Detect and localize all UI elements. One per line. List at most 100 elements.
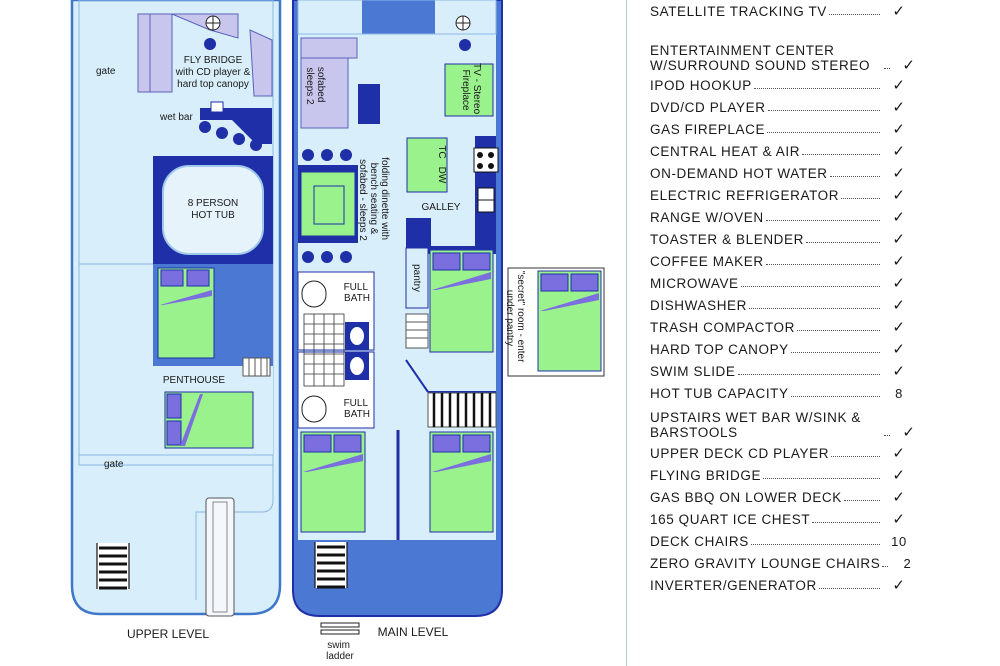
sofabed-label: sofabed sleeps 2 [304, 67, 326, 105]
feature-name: Swim Slide [650, 364, 736, 379]
tv-label: TV - Stereo Fireplace [460, 63, 482, 117]
feature-row: Central Heat & Air✓ [650, 144, 912, 160]
feature-row: Flying Bridge✓ [650, 468, 912, 484]
wet-bar-counter [200, 108, 272, 144]
dot-leader [829, 176, 880, 177]
tc-label: TC [436, 145, 447, 158]
pillow-icon [540, 273, 569, 292]
dot-leader [806, 242, 880, 243]
bed-blanket [180, 394, 203, 446]
hall-stairs-treads [406, 321, 428, 339]
feature-name: Hard Top Canopy [650, 342, 789, 357]
feature-name: Gas Fireplace [650, 122, 766, 137]
swim-ladder-line-1: swim [327, 640, 350, 651]
dot-leader [843, 500, 880, 501]
galley-label: GALLEY [422, 202, 461, 213]
secret-room-line-1: "secret" room - enter [515, 271, 526, 363]
check-icon: ✓ [892, 341, 906, 358]
dinette-label: folding dinette with bench seating & sof… [357, 157, 390, 243]
hall-stairs [405, 313, 429, 349]
galley-wall [406, 218, 496, 254]
penthouse-stairs-treads [248, 358, 268, 376]
feature-name: Deck Chairs [650, 534, 749, 549]
check-icon: ✓ [892, 143, 906, 160]
feature-name: Dishwasher [650, 298, 748, 313]
sofabed-label-1: sofabed [315, 67, 326, 103]
check-icon: ✓ [892, 577, 906, 594]
bed-blanket [540, 293, 599, 311]
feature-row: Gas BBQ on Lower Deck✓ [650, 490, 912, 506]
range-burners [477, 152, 494, 169]
hall-wall [405, 359, 429, 393]
feature-name: Inverter/Generator [650, 578, 817, 593]
shower-tile-grid [303, 313, 345, 387]
feature-name: 165 Quart Ice Chest [650, 512, 811, 527]
feature-row: iPod Hookup✓ [650, 78, 912, 94]
feature-row: Electric Refrigerator✓ [650, 188, 912, 204]
pillow-icon [462, 252, 491, 271]
feature-row: Inverter/Generator ✓ [650, 578, 912, 594]
penthouse-label: PENTHOUSE [163, 375, 226, 386]
dot-leader [737, 374, 880, 375]
dw-label: DW [436, 167, 447, 184]
dot-leader [765, 220, 880, 221]
feature-row: Deck Chairs 10 [650, 534, 912, 550]
bed-blanket [432, 454, 491, 472]
check-icon: ✓ [892, 445, 906, 462]
sofabed-seat [300, 57, 349, 129]
feature-row: DVD/CD Player ✓ [650, 100, 912, 116]
check-icon: ✓ [892, 489, 906, 506]
fly-bridge-label-1: FLY BRIDGE [184, 55, 243, 66]
check-icon: ✓ [892, 275, 906, 292]
column-divider [626, 0, 627, 666]
dinette-table-inner [313, 185, 345, 225]
fly-bridge-bench [137, 13, 173, 93]
pillow-icon [160, 269, 184, 287]
feature-name: Electric Refrigerator [650, 188, 840, 203]
feature-row: 165 Quart Ice Chest✓ [650, 512, 912, 528]
feature-name: Toaster & Blender [650, 232, 804, 247]
feature-row: Coffee Maker✓ [650, 254, 912, 270]
helm-chair [459, 39, 471, 51]
upper-level-plan: FLY BRIDGE with CD player & hard top can… [70, 0, 282, 641]
main-top-dark [362, 0, 435, 34]
swim-slide-lane [212, 501, 228, 613]
barstool-icon [233, 133, 245, 145]
pillow-icon [570, 273, 599, 292]
full-bath-top-line-1: FULL [344, 282, 369, 293]
check-icon: ✓ [892, 99, 906, 116]
feature-value: 10 [891, 534, 907, 549]
full-bath-bottom-line-1: FULL [344, 398, 369, 409]
feature-name: DVD/CD Player [650, 100, 766, 115]
feature-name: Satellite Tracking TV [650, 4, 827, 19]
feature-row: Satellite Tracking TV✓ [650, 4, 912, 20]
wet-bar-label: wet bar [159, 112, 193, 123]
dot-leader [790, 352, 880, 353]
wet-bar-sink [210, 101, 224, 113]
feature-row: Upper Deck CD Player✓ [650, 446, 912, 462]
feature-name: Flying Bridge [650, 468, 762, 483]
sink-icon [350, 357, 364, 375]
dot-leader [767, 132, 880, 133]
barstool-icon [216, 127, 228, 139]
main-top-frame [297, 0, 497, 35]
feature-name: Hot Tub Capacity [650, 386, 789, 401]
helm-chair [204, 38, 216, 50]
feature-name: Upstairs Wet Bar w/Sink & Barstools [650, 410, 862, 440]
check-icon: ✓ [892, 253, 906, 270]
floor-plan: FLY BRIDGE with CD player & hard top can… [70, 0, 605, 662]
feature-value: 8 [895, 386, 903, 401]
upper-ladder-icon [96, 543, 130, 590]
main-level-title: MAIN LEVEL [378, 625, 449, 639]
check-icon: ✓ [892, 319, 906, 336]
feature-row: Gas Fireplace✓ [650, 122, 912, 138]
pillow-icon [186, 269, 210, 287]
dinette-label-2: bench seating & [368, 163, 379, 235]
dot-leader [750, 544, 880, 545]
feature-row: Microwave✓ [650, 276, 912, 292]
dinette-table [300, 171, 356, 237]
hot-tub-label-2: HOT TUB [191, 210, 235, 221]
pillow-icon [432, 252, 461, 271]
check-icon: ✓ [892, 363, 906, 380]
pantry [405, 247, 429, 309]
